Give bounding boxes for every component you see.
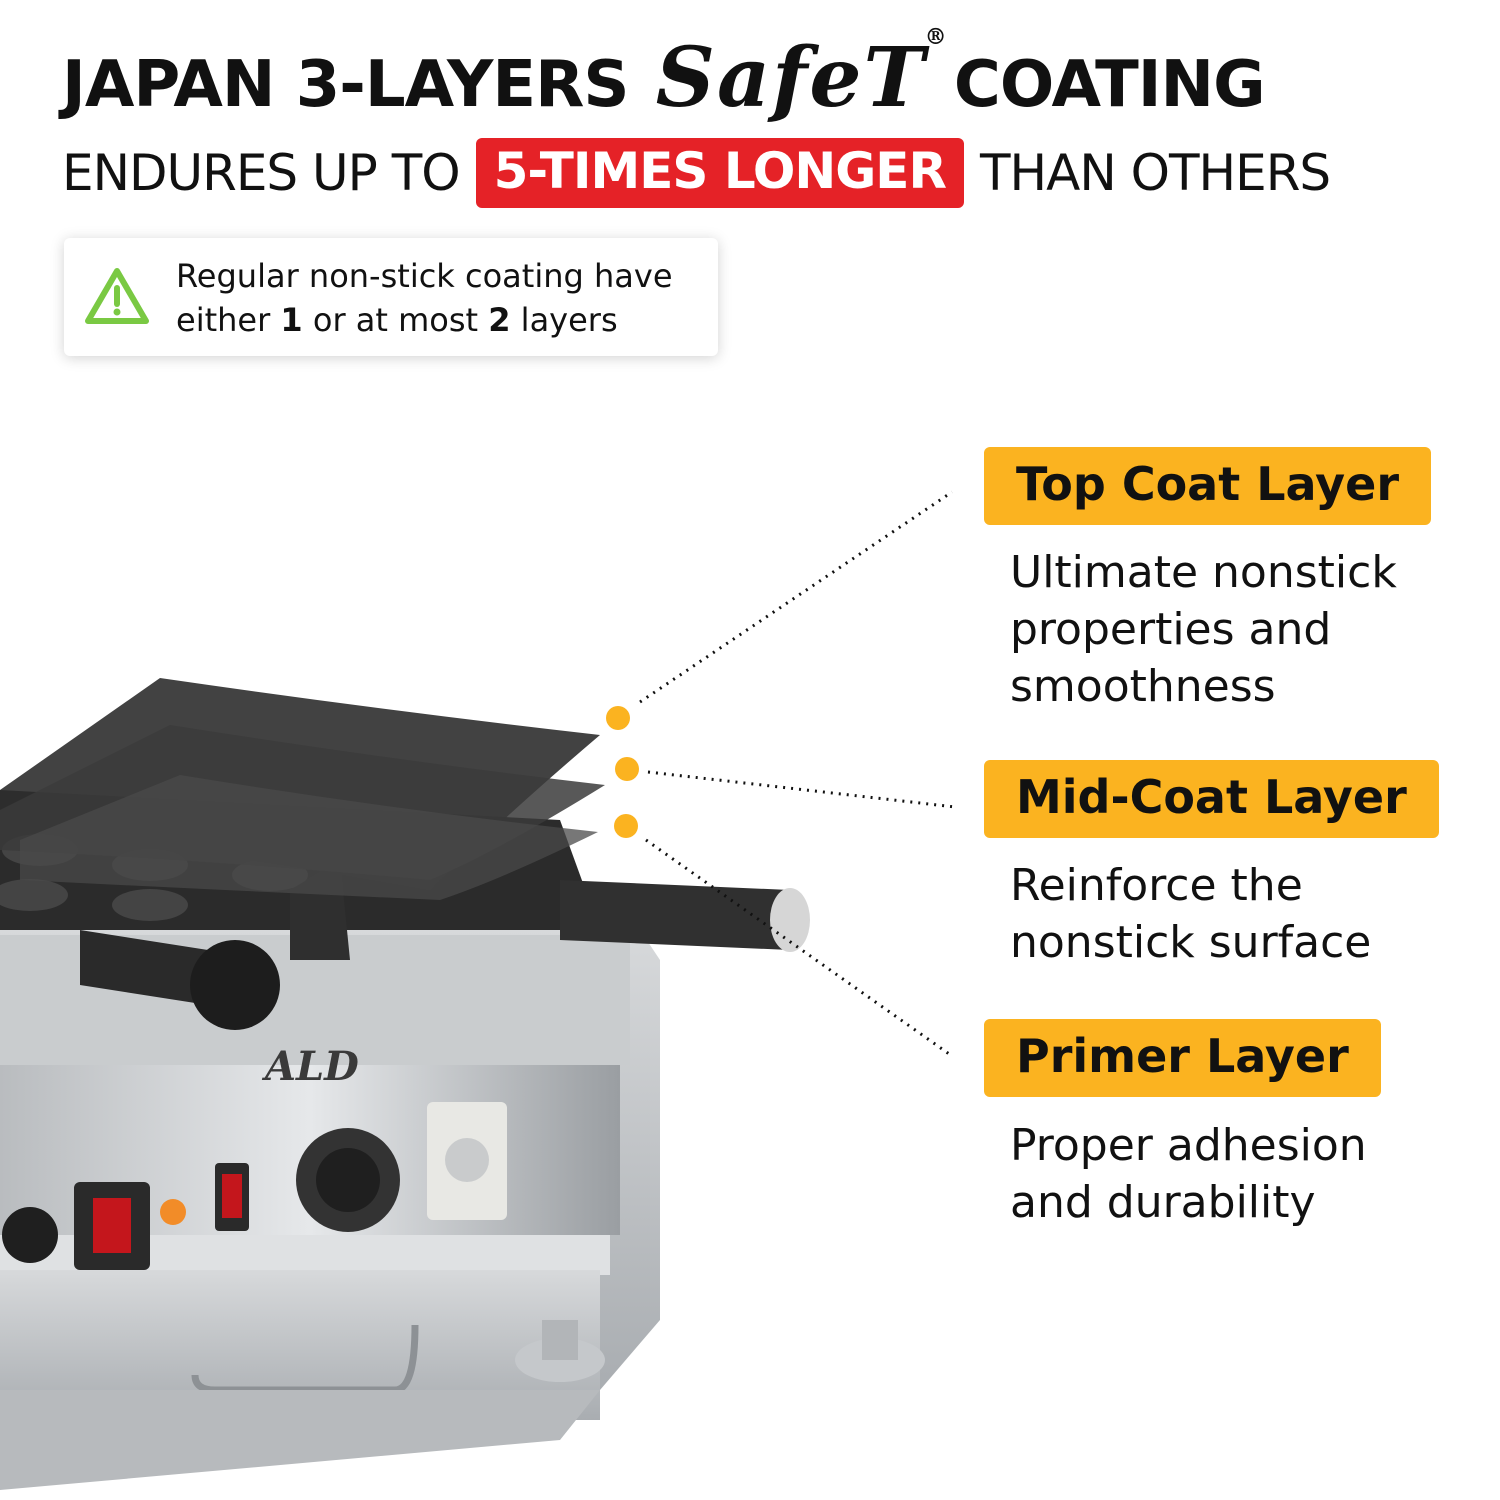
- coating-layers: [0, 678, 605, 900]
- description-line: Proper adhesion: [1010, 1120, 1367, 1171]
- note-line1: Regular non-stick coating have: [176, 257, 673, 295]
- description-line: Ultimate nonstick: [1010, 547, 1397, 598]
- note-text: Regular non-stick coating have either 1 …: [176, 254, 706, 342]
- callout-dots: [606, 706, 639, 838]
- note-text-segment: or at most: [312, 301, 479, 339]
- svg-text:ALD: ALD: [261, 1043, 359, 1090]
- note-number: 1: [280, 301, 303, 339]
- subtitle: ENDURES UP TO 5-TIMES LONGER THAN OTHERS: [62, 138, 1331, 208]
- title-part1: JAPAN 3-LAYERS: [62, 48, 629, 122]
- note-line2: either 1 or at most 2 layers: [176, 298, 706, 342]
- control-panel: [2, 1102, 507, 1270]
- description-line: Reinforce the: [1010, 860, 1303, 911]
- subtitle-post: THAN OTHERS: [979, 144, 1331, 202]
- warning-triangle-icon: [85, 268, 149, 324]
- subtitle-pre: ENDURES UP TO: [62, 144, 461, 202]
- note-text-segment: either: [176, 301, 271, 339]
- brand-logo: ALD: [261, 1043, 359, 1090]
- mid-coat-description: Reinforce the nonstick surface: [1010, 857, 1480, 971]
- page-title: JAPAN 3-LAYERS SafeT® COATING: [62, 24, 1266, 126]
- info-note-card: Regular non-stick coating have either 1 …: [64, 238, 718, 356]
- mid-coat-label: Mid-Coat Layer: [984, 760, 1439, 838]
- description-line: properties and: [1010, 604, 1332, 655]
- note-text-segment: layers: [520, 301, 618, 339]
- highlight-badge: 5-TIMES LONGER: [475, 138, 964, 208]
- brand-name: SafeT®: [655, 24, 947, 126]
- top-coat-description: Ultimate nonstick properties and smoothn…: [1010, 544, 1480, 715]
- primer-description: Proper adhesion and durability: [1010, 1117, 1480, 1231]
- primer-label: Primer Layer: [984, 1019, 1381, 1097]
- machine-handles: [80, 860, 810, 1030]
- description-line: smoothness: [1010, 661, 1276, 712]
- title-part2: COATING: [953, 48, 1266, 122]
- note-number: 2: [488, 301, 511, 339]
- description-line: nonstick surface: [1010, 917, 1372, 968]
- registered-mark: ®: [924, 24, 949, 50]
- top-coat-label: Top Coat Layer: [984, 447, 1432, 525]
- brand-text: SafeT: [655, 30, 927, 126]
- leader-lines: [639, 490, 956, 1058]
- description-line: and durability: [1010, 1177, 1316, 1228]
